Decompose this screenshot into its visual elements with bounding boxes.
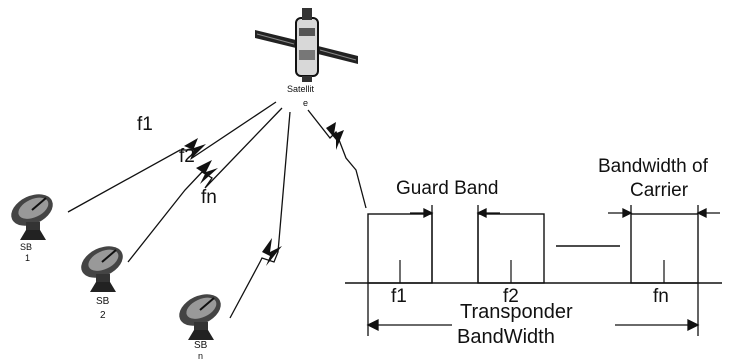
carrier-bandwidth-arrows: [608, 205, 720, 219]
transponder-bandwidth-arrows: [366, 283, 700, 336]
carrier-bandwidth-label: Bandwidth of: [598, 156, 709, 177]
carrier-bandwidth-label-2: Carrier: [630, 180, 689, 201]
station-n-index: n: [198, 351, 203, 361]
station-1-index: 1: [25, 253, 30, 263]
station-2-index: 2: [100, 310, 106, 321]
link-label-f2: f2: [179, 146, 195, 167]
carrier-fn-label: fn: [653, 286, 669, 307]
transponder-label: Transponder: [460, 301, 573, 323]
dish-antenna-icon: [81, 246, 123, 292]
link-label-f1: f1: [137, 114, 153, 135]
guard-band-label: Guard Band: [396, 178, 498, 199]
dish-antenna-icon: [179, 294, 221, 340]
uplink-lines: [67, 101, 367, 319]
link-label-fn: fn: [201, 187, 217, 208]
station-2-label: SB: [96, 296, 110, 307]
satellite-icon: [255, 8, 358, 82]
satellite-label: Satellit: [287, 84, 315, 94]
station-1-label: SB: [20, 242, 32, 252]
satellite-label-wrap: e: [303, 98, 308, 108]
carrier-f2-label: f2: [503, 286, 519, 307]
transponder-label-2: BandWidth: [457, 326, 555, 348]
dish-antenna-icon: [11, 194, 53, 240]
station-n-label: SB: [194, 340, 208, 351]
lightning-icons: [184, 122, 344, 266]
carrier-f1-label: f1: [391, 286, 407, 307]
guard-band-arrows: [410, 205, 500, 283]
